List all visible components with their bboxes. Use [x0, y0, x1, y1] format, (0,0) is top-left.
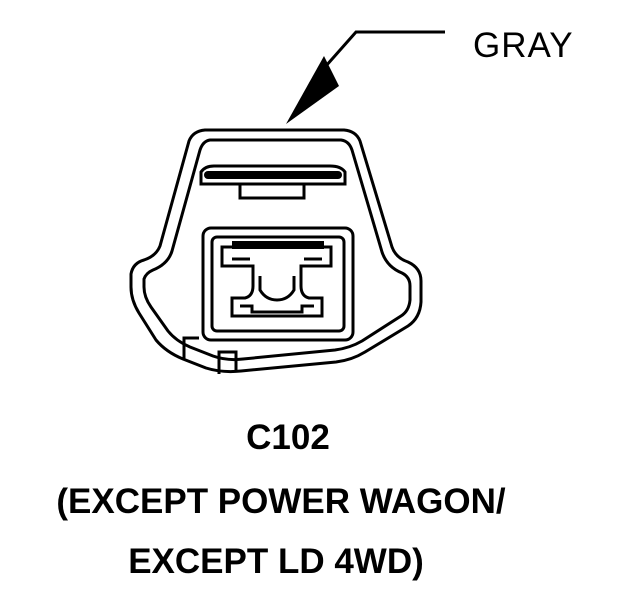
terminal-contact — [220, 245, 333, 318]
callout-arrowhead — [286, 56, 339, 124]
terminal-cavity — [201, 226, 355, 342]
connector-note-line1: (EXCEPT POWER WAGON/ — [56, 482, 506, 521]
connector-id: C102 — [246, 418, 330, 457]
connector-note-line2: EXCEPT LD 4WD) — [128, 542, 424, 581]
connector-housing — [129, 128, 423, 374]
terminal-blade — [232, 241, 324, 249]
locking-tab — [199, 164, 347, 200]
wire-color-label: GRAY — [473, 26, 574, 65]
housing-keys — [182, 336, 238, 374]
